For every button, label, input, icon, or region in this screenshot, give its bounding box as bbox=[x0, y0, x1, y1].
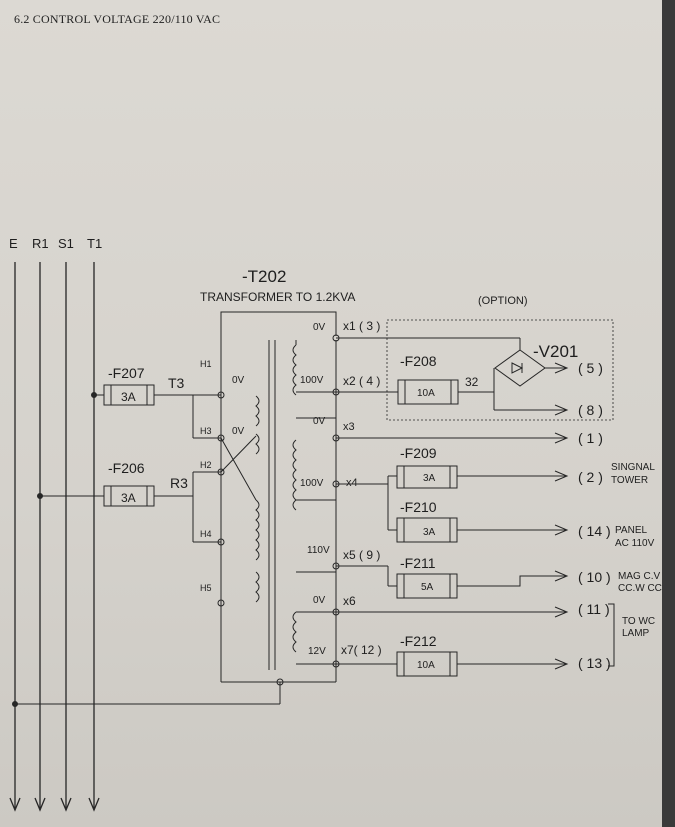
secondary-tap-100v-2: 100V bbox=[300, 478, 324, 489]
fuse-f210-rating: 3A bbox=[423, 527, 436, 538]
fuse-f208-rating: 10A bbox=[417, 388, 435, 399]
fuse-f212-tag: -F212 bbox=[400, 633, 437, 649]
fuse-f210-tag: -F210 bbox=[400, 499, 437, 515]
terminal-x5: x5 ( 9 ) bbox=[343, 548, 380, 562]
fuse-f209-tag: -F209 bbox=[400, 445, 437, 461]
fuse-f207-tag: -F207 bbox=[108, 365, 145, 381]
primary-tap-h1: H1 bbox=[200, 359, 212, 369]
fuse-f211-rating: 5A bbox=[421, 582, 434, 593]
wire-label-t3: T3 bbox=[168, 375, 185, 391]
terminal-x1: x1 ( 3 ) bbox=[343, 319, 380, 333]
fuse-f206-rating: 3A bbox=[121, 491, 136, 505]
primary-tap-h3: H3 bbox=[200, 426, 212, 436]
terminal-x4: x4 bbox=[346, 477, 358, 489]
output-5: ( 5 ) bbox=[578, 360, 603, 376]
transformer-tag: -T202 bbox=[242, 267, 286, 286]
bus-arrow-t1 bbox=[88, 797, 100, 812]
bus-arrow-s1 bbox=[60, 797, 72, 812]
desc-work-lamp-2: LAMP bbox=[622, 628, 650, 639]
output-13: ( 13 ) bbox=[578, 655, 611, 671]
desc-panel-1: PANEL bbox=[615, 525, 647, 536]
secondary-tap-0v-2: 0V bbox=[313, 416, 326, 427]
fuse-f206-tag: -F206 bbox=[108, 460, 145, 476]
bus-lines bbox=[9, 262, 100, 812]
bus-label-s1: S1 bbox=[58, 236, 74, 251]
fuse-f207-rating: 3A bbox=[121, 390, 136, 404]
secondary-tap-12v: 12V bbox=[308, 646, 326, 657]
transformer-description: TRANSFORMER TO 1.2KVA bbox=[200, 290, 355, 304]
fuse-f209-rating: 3A bbox=[423, 473, 436, 484]
primary-tap-0v-b: 0V bbox=[232, 426, 245, 437]
output-1: ( 1 ) bbox=[578, 430, 603, 446]
bus-label-r1: R1 bbox=[32, 236, 49, 251]
output-2: ( 2 ) bbox=[578, 469, 603, 485]
desc-mag-1: MAG C.V bbox=[618, 571, 661, 582]
output-8: ( 8 ) bbox=[578, 402, 603, 418]
transformer-frame bbox=[220, 311, 337, 683]
primary-tap-h2: H2 bbox=[200, 460, 212, 470]
secondary-tap-0v-3: 0V bbox=[313, 595, 326, 606]
fuse-f208-tag: -F208 bbox=[400, 353, 437, 369]
secondary-winding bbox=[292, 334, 340, 682]
section-heading: 6.2 CONTROL VOLTAGE 220/110 VAC bbox=[14, 12, 221, 26]
page-edge-shadow bbox=[662, 0, 675, 827]
terminal-x7: x7( 12 ) bbox=[341, 643, 382, 657]
primary-tap-0v-a: 0V bbox=[232, 375, 245, 386]
secondary-tap-100v-1: 100V bbox=[300, 375, 324, 386]
fuse-f211-tag: -F211 bbox=[400, 555, 436, 571]
primary-tap-h4: H4 bbox=[200, 529, 212, 539]
primary-winding bbox=[217, 391, 260, 607]
wire-label-32: 32 bbox=[465, 375, 479, 389]
secondary-tap-0v-1: 0V bbox=[313, 322, 326, 333]
fuse-f212-rating: 10A bbox=[417, 660, 435, 671]
work-lamp-bracket bbox=[608, 603, 615, 667]
terminal-x6: x6 bbox=[343, 594, 356, 608]
output-11: ( 11 ) bbox=[578, 601, 610, 617]
wire-label-r3: R3 bbox=[170, 475, 188, 491]
rectifier-tag: -V201 bbox=[533, 342, 578, 361]
desc-signal-tower-2: TOWER bbox=[611, 475, 648, 486]
output-14: ( 14 ) bbox=[578, 523, 611, 539]
desc-signal-tower-1: SINGNAL bbox=[611, 462, 655, 473]
output-10: ( 10 ) bbox=[578, 569, 611, 585]
fuse-f209 bbox=[396, 465, 458, 489]
primary-tap-h5: H5 bbox=[200, 583, 212, 593]
option-box bbox=[386, 319, 614, 421]
bus-arrow-r1 bbox=[34, 797, 46, 812]
bus-label-t1: T1 bbox=[87, 236, 102, 251]
desc-panel-2: AC 110V bbox=[615, 538, 655, 549]
bus-label-e: E bbox=[9, 236, 18, 251]
bus-arrow-e bbox=[9, 797, 21, 812]
rectifier-v201 bbox=[494, 349, 546, 387]
secondary-tap-110v: 110V bbox=[307, 545, 330, 556]
desc-mag-2: CC.W CC bbox=[618, 583, 662, 594]
terminal-x3: x3 bbox=[343, 421, 355, 433]
terminal-x2: x2 ( 4 ) bbox=[343, 374, 380, 388]
option-label: (OPTION) bbox=[478, 295, 528, 307]
desc-work-lamp-1: TO WC bbox=[622, 616, 655, 627]
